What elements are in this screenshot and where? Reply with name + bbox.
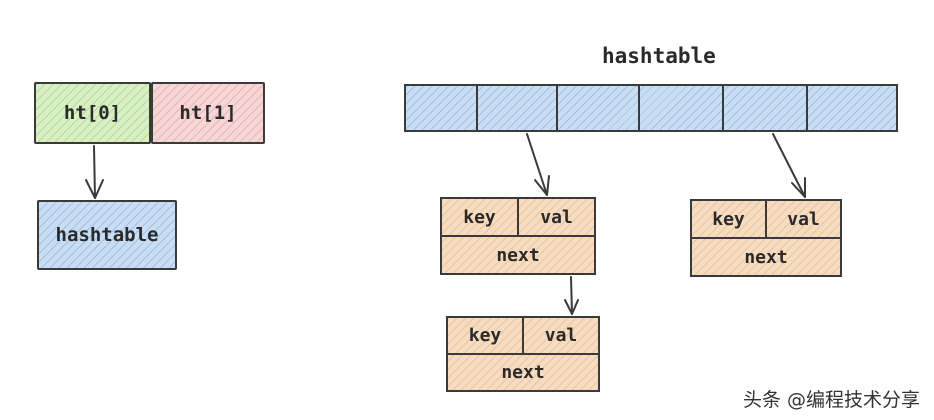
entry-key: key bbox=[692, 201, 767, 237]
arrowhead bbox=[791, 177, 806, 198]
left-hashtable-box: hashtable bbox=[37, 200, 177, 270]
hashtable-slot bbox=[558, 86, 640, 130]
dict-entry-1: key val next bbox=[440, 197, 596, 275]
entry-next: next bbox=[744, 246, 788, 268]
watermark: 头条 @编程技术分享 bbox=[742, 389, 920, 411]
arrow-entry1-to-entry2 bbox=[570, 276, 573, 315]
hashtable-slot bbox=[406, 86, 478, 130]
arrow-slot-to-entry1 bbox=[526, 133, 548, 196]
entry-key: key bbox=[442, 199, 519, 235]
ht0-label: ht[0] bbox=[63, 102, 122, 124]
entry-val: val bbox=[544, 325, 578, 346]
hashtable-slot bbox=[478, 86, 558, 130]
arrow-slot-to-entry3 bbox=[772, 133, 806, 198]
entry-next: next bbox=[496, 244, 540, 266]
left-hashtable-label: hashtable bbox=[55, 224, 159, 246]
hashtable-array bbox=[404, 84, 898, 132]
entry-val: val bbox=[787, 208, 820, 230]
arrow-ht0-to-hashtable bbox=[93, 145, 96, 199]
entry-key: key bbox=[448, 318, 524, 353]
dict-entry-2: key val next bbox=[446, 316, 600, 392]
arrowhead bbox=[564, 299, 579, 315]
ht1-box: ht[1] bbox=[151, 82, 265, 144]
hashtable-slot bbox=[640, 86, 724, 130]
ht0-box: ht[0] bbox=[34, 82, 151, 144]
ht1-label: ht[1] bbox=[179, 102, 237, 124]
entry-val: val bbox=[540, 206, 573, 228]
hashtable-title: hashtable bbox=[602, 44, 716, 68]
arrowhead bbox=[85, 179, 104, 199]
entry-next: next bbox=[501, 362, 545, 383]
hashtable-slot bbox=[724, 86, 808, 130]
dict-entry-3: key val next bbox=[690, 199, 842, 277]
arrowhead bbox=[534, 175, 550, 196]
